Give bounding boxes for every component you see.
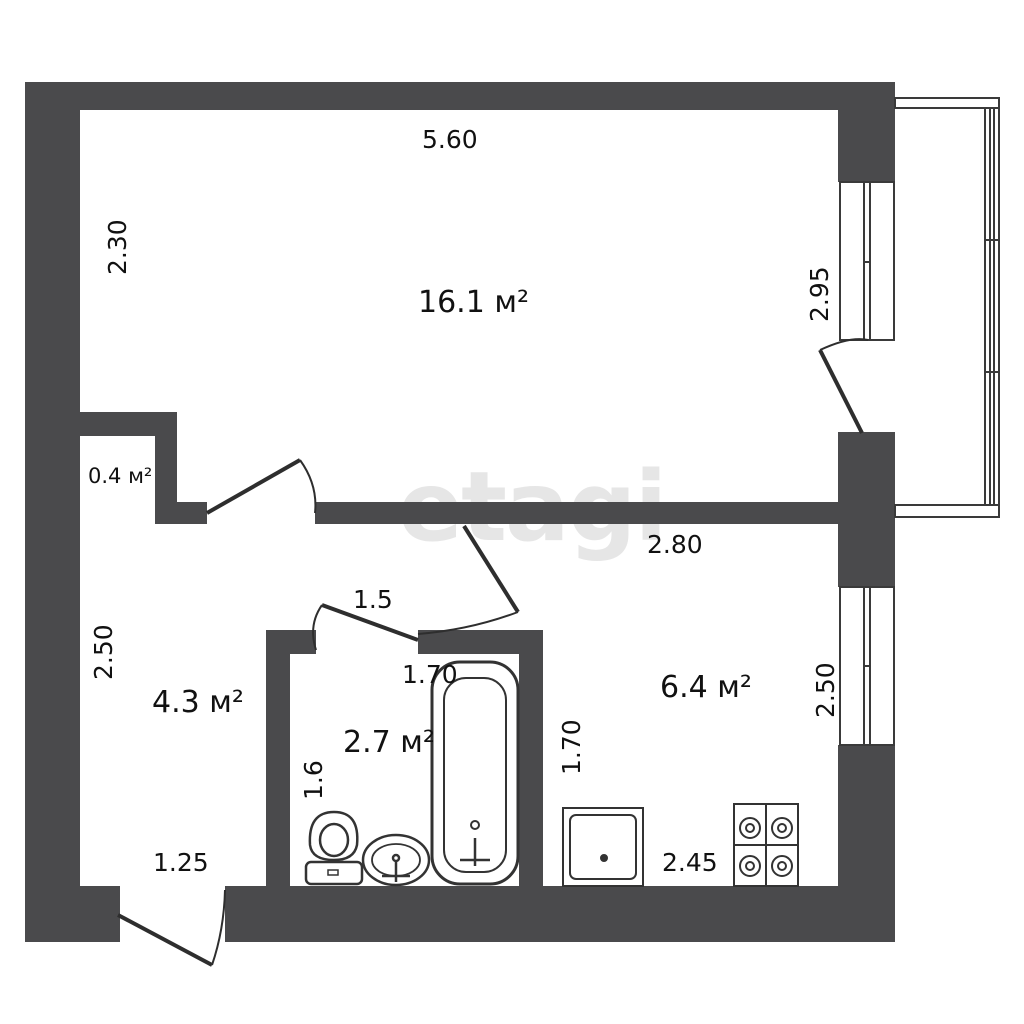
balcony-bottom-rail [894, 504, 1000, 518]
kitchen-sink-icon [562, 807, 644, 887]
window-kitchen [839, 586, 895, 746]
dim-kitchen-bottom: 2.45 [662, 848, 718, 877]
wall-bath-left [266, 630, 290, 890]
balcony-glazing [984, 107, 1000, 506]
wall-bottom [225, 886, 895, 942]
door-closet [206, 458, 317, 515]
dim-left-lower: 2.50 [89, 624, 118, 680]
dim-bath-right: 1.70 [557, 719, 586, 775]
dim-top: 5.60 [422, 125, 478, 154]
area-bathroom: 2.7 м² [343, 725, 435, 760]
door-entry [117, 889, 226, 967]
dim-left-upper: 2.30 [103, 219, 132, 275]
balcony [894, 97, 1000, 518]
area-hall: 4.3 м² [152, 685, 244, 720]
window-living [839, 181, 895, 341]
toilet-icon [304, 810, 364, 886]
walls [25, 82, 895, 942]
dim-door-bath: 1.5 [353, 585, 393, 614]
wall-top [25, 82, 895, 110]
balcony-top-rail [894, 97, 1000, 109]
door-balcony [818, 338, 869, 434]
wall-bath-right [519, 630, 543, 890]
dim-bath-left: 1.6 [299, 760, 328, 800]
area-living: 16.1 м² [418, 285, 529, 320]
wall-left [25, 82, 80, 942]
dim-kitchen-top: 2.80 [647, 530, 703, 559]
wall-closet-bottom [155, 502, 207, 524]
door-bathroom [312, 603, 419, 651]
area-kitchen: 6.4 м² [660, 670, 752, 705]
wall-right-top [838, 82, 895, 182]
stove-icon [733, 803, 799, 887]
wall-right-bottom [838, 745, 895, 942]
wall-closet-side [155, 412, 177, 524]
bathtub-icon [430, 660, 520, 886]
dim-entry: 1.25 [153, 848, 209, 877]
wall-bottom-left [25, 886, 120, 942]
area-closet: 0.4 м² [88, 464, 152, 488]
dim-kitchen-right: 2.50 [811, 662, 840, 718]
door-kitchen [417, 524, 520, 635]
sink-icon [361, 833, 431, 887]
dim-bath-top: 1.70 [402, 660, 458, 689]
wall-right-mid [838, 432, 895, 587]
dim-window-upper: 2.95 [805, 266, 834, 322]
doors [117, 338, 869, 967]
wall-partition [315, 502, 845, 524]
